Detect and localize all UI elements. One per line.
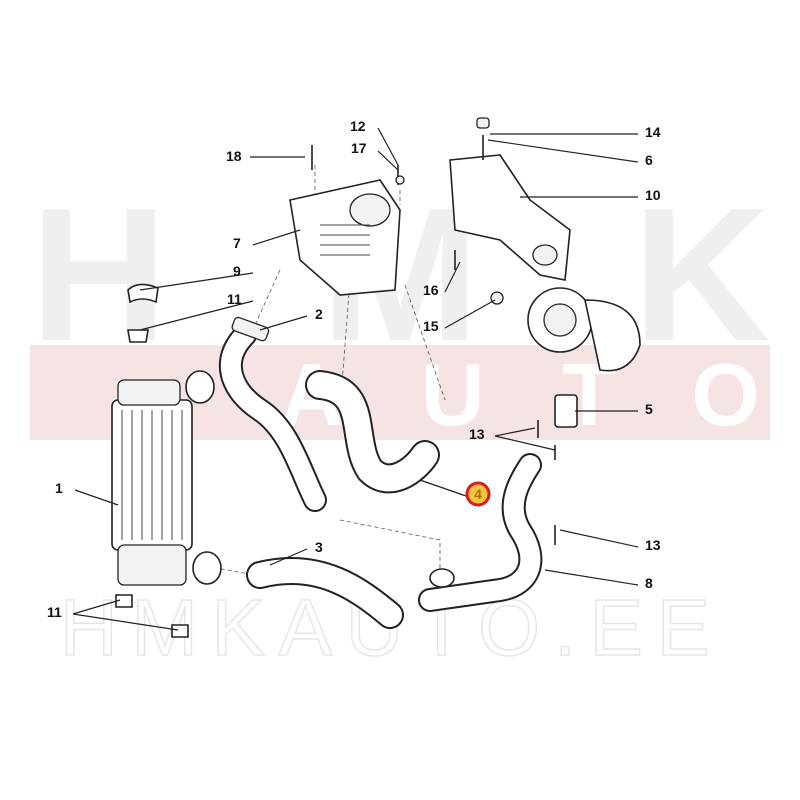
label-18: 18: [226, 148, 242, 164]
label-17: 17: [351, 140, 367, 156]
label-6: 6: [645, 152, 653, 168]
part-10-egr-cooler: [449, 154, 571, 281]
highlighted-part-marker: 4: [465, 481, 491, 507]
label-3: 3: [315, 539, 323, 555]
part-7-throttle-body: [289, 179, 401, 296]
label-2: 2: [315, 306, 323, 322]
label-14: 14: [645, 124, 661, 140]
label-11-bottom: 11: [47, 604, 62, 620]
label-12: 12: [350, 118, 366, 134]
label-5: 5: [645, 401, 653, 417]
label-11-top: 11: [227, 291, 242, 307]
label-1: 1: [55, 480, 63, 496]
part-2-hose: [218, 316, 327, 512]
part-labels: 18 12 17 14 6 10 7 9 11 2 16 15 5 13 1 4…: [47, 118, 661, 620]
part-1-intercooler: [111, 370, 222, 586]
bolts-and-nuts: [311, 117, 556, 545]
part-3-hose: [246, 557, 404, 629]
part-4-hose: [305, 370, 440, 494]
assembly-lines: [199, 165, 446, 576]
label-9: 9: [233, 263, 241, 279]
part-8-pipe: [418, 453, 543, 612]
label-13-bottom: 13: [645, 537, 661, 553]
label-15: 15: [423, 318, 439, 334]
label-16: 16: [423, 282, 439, 298]
part-9-clip: [127, 283, 159, 304]
label-4: 4: [474, 486, 482, 502]
leader-lines: [72, 127, 639, 631]
label-7: 7: [233, 235, 241, 251]
part-5-sensor: [554, 394, 578, 428]
label-13-top: 13: [469, 426, 485, 442]
part-turbocharger: [527, 287, 641, 372]
label-8: 8: [645, 575, 653, 591]
label-10: 10: [645, 187, 661, 203]
part-11-rubber-mounts: [115, 329, 189, 638]
